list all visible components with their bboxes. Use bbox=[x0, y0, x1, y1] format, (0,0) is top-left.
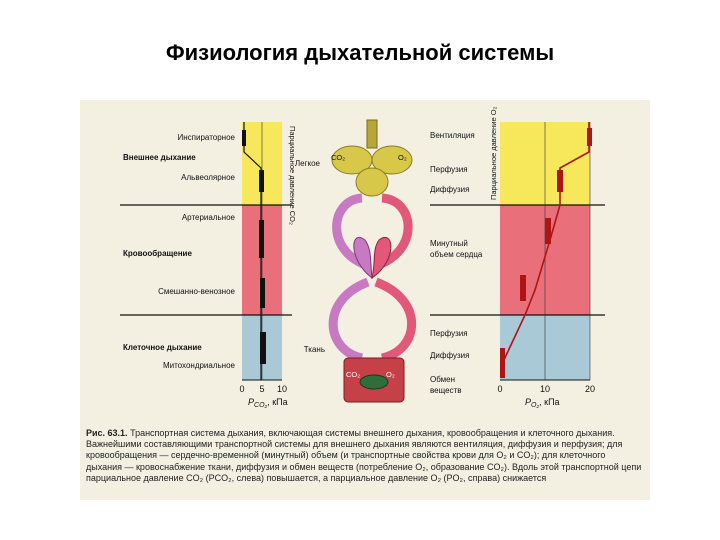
right-tick-0: 0 bbox=[497, 384, 502, 394]
left-row-arterial: Артериальное bbox=[182, 213, 236, 222]
right-axis-title: Парциальное давление O₂ bbox=[489, 106, 498, 200]
lung-right bbox=[371, 145, 413, 175]
pulmonary-loop-arterial bbox=[376, 193, 413, 270]
left-marker-arterial bbox=[259, 220, 264, 258]
left-row-mito: Митохондриальное bbox=[163, 361, 236, 370]
left-row-cellular: Клеточное дыхание bbox=[123, 343, 202, 352]
right-marker-inspired bbox=[587, 128, 592, 146]
systemic-loop-arterial bbox=[374, 277, 417, 363]
left-row-external: Внешнее дыхание bbox=[123, 153, 196, 162]
right-row-metabolism-1: Обмен bbox=[430, 375, 455, 384]
right-marker-arterial bbox=[545, 218, 551, 244]
lung-co2-label: CO₂ bbox=[331, 153, 345, 162]
right-row-perfusion-1: Перфузия bbox=[430, 165, 468, 174]
heart-right bbox=[353, 237, 373, 280]
center-schematic: Легкое CO₂ O₂ Ткань CO₂ O₂ bbox=[295, 119, 417, 403]
right-po2-trace bbox=[502, 122, 590, 363]
left-panel: 0 5 10 PCO₂, кПа Парциальное давление CO… bbox=[120, 122, 297, 409]
page-title: Физиология дыхательной системы bbox=[165, 40, 555, 65]
right-row-diffusion-2: Диффузия bbox=[430, 351, 469, 360]
mitochondrion bbox=[359, 374, 389, 390]
right-row-perfusion-2: Перфузия bbox=[430, 329, 468, 338]
right-row-diffusion-1: Диффузия bbox=[430, 185, 469, 194]
right-marker-mito bbox=[500, 348, 505, 378]
caption-label: Рис. 63.1. bbox=[86, 428, 128, 438]
figure-caption: Рис. 63.1. Транспортная система дыхания,… bbox=[86, 428, 642, 484]
left-row-circulation: Кровообращение bbox=[123, 249, 192, 258]
lung-base bbox=[355, 167, 389, 197]
left-marker-alveolar bbox=[259, 170, 264, 192]
left-tick-10: 10 bbox=[277, 384, 287, 394]
figure-svg: 0 5 10 PCO₂, кПа Парциальное давление CO… bbox=[120, 106, 605, 409]
lung-o2-label: O₂ bbox=[398, 153, 407, 162]
left-marker-venous bbox=[260, 278, 265, 308]
systemic-loop-venous bbox=[328, 277, 370, 363]
pulmonary-loop-venous bbox=[332, 193, 368, 270]
left-tick-5: 5 bbox=[259, 384, 264, 394]
tissue-co2-label: CO₂ bbox=[346, 370, 360, 379]
respiratory-transport-figure: 0 5 10 PCO₂, кПа Парциальное давление CO… bbox=[80, 100, 650, 500]
left-tick-0: 0 bbox=[239, 384, 244, 394]
right-marker-venous bbox=[520, 275, 526, 301]
right-tick-20: 20 bbox=[585, 384, 595, 394]
trachea bbox=[366, 119, 378, 149]
right-panel: 0 10 20 PO₂, кПа Парциальное давление O₂… bbox=[430, 106, 605, 409]
left-row-inspired: Инспираторное bbox=[178, 133, 236, 142]
right-tick-10: 10 bbox=[540, 384, 550, 394]
right-row-cardiac-1: Минутный bbox=[430, 239, 468, 248]
lung-label: Легкое bbox=[295, 159, 321, 168]
left-axis-xlabel: PCO₂, кПа bbox=[248, 397, 288, 409]
left-marker-inspired bbox=[242, 130, 246, 146]
right-marker-alveolar bbox=[557, 170, 563, 192]
left-axis-title: Парциальное давление CO₂ bbox=[288, 126, 297, 225]
right-row-cardiac-2: объем сердца bbox=[430, 250, 483, 259]
heart-left bbox=[371, 237, 392, 280]
left-row-alveolar: Альвеолярное bbox=[181, 173, 235, 182]
tissue-label: Ткань bbox=[304, 345, 325, 354]
right-row-metabolism-2: веществ bbox=[430, 386, 461, 395]
left-marker-mito bbox=[260, 332, 266, 364]
caption-text: Транспортная система дыхания, включающая… bbox=[86, 428, 642, 483]
right-axis-xlabel: PO₂, кПа bbox=[525, 397, 560, 409]
tissue-o2-label: O₂ bbox=[386, 370, 395, 379]
left-row-venous: Смешанно-венозное bbox=[158, 287, 235, 296]
right-row-ventilation: Вентиляция bbox=[430, 131, 475, 140]
